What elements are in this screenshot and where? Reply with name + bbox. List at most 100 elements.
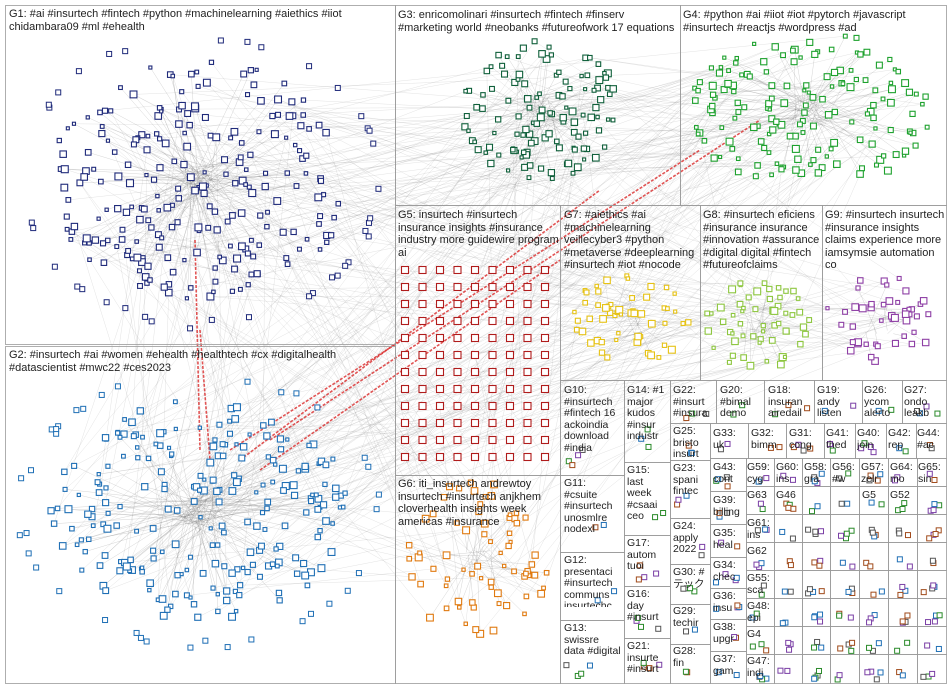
node — [74, 283, 81, 290]
edge — [583, 148, 863, 309]
node — [400, 401, 410, 411]
edge — [198, 189, 223, 261]
edge — [256, 152, 528, 493]
node — [457, 605, 462, 610]
node — [163, 203, 172, 212]
node — [708, 81, 717, 90]
edge — [185, 174, 321, 179]
edge — [699, 81, 805, 103]
node — [453, 384, 462, 394]
edge-strong — [229, 149, 701, 451]
node — [504, 54, 510, 60]
node — [831, 108, 839, 116]
edge — [157, 496, 214, 600]
node — [262, 527, 268, 532]
node — [240, 70, 248, 78]
node — [45, 101, 52, 108]
node — [689, 410, 696, 417]
node — [715, 669, 722, 676]
edge — [543, 98, 601, 100]
node — [316, 221, 322, 227]
edge — [466, 552, 501, 573]
node — [708, 65, 715, 71]
edge — [71, 231, 527, 597]
node — [520, 149, 527, 156]
node — [871, 612, 878, 619]
node — [108, 108, 114, 114]
node — [373, 506, 380, 513]
edge — [171, 455, 187, 522]
edge — [185, 99, 304, 193]
node — [244, 38, 251, 45]
node — [84, 148, 92, 156]
node — [231, 415, 240, 423]
node — [244, 378, 251, 385]
edge — [197, 502, 269, 567]
node — [526, 162, 534, 169]
node — [125, 179, 135, 188]
edge — [73, 123, 200, 192]
edge — [81, 167, 525, 571]
node — [870, 114, 877, 122]
node — [332, 493, 340, 501]
node — [523, 333, 532, 343]
edge — [175, 509, 208, 595]
edge — [219, 256, 505, 567]
node — [164, 254, 172, 262]
edge — [194, 190, 308, 240]
node — [342, 490, 348, 496]
node — [922, 93, 929, 100]
edge — [106, 173, 214, 210]
node — [51, 263, 58, 270]
edge — [527, 320, 907, 424]
edge — [422, 287, 859, 458]
edge — [478, 98, 548, 150]
edge — [852, 322, 875, 327]
edge — [319, 127, 754, 531]
node — [215, 608, 221, 615]
node — [924, 124, 930, 130]
edge — [240, 576, 525, 586]
edge — [212, 137, 287, 195]
node — [269, 456, 277, 464]
edge — [748, 297, 754, 333]
edge — [810, 101, 881, 160]
node — [629, 295, 635, 301]
edge — [323, 194, 733, 290]
edge — [234, 131, 734, 340]
edge — [809, 70, 841, 108]
node — [572, 309, 577, 315]
node — [228, 569, 236, 577]
edge — [738, 98, 812, 113]
node — [618, 312, 624, 317]
edge — [267, 212, 419, 558]
edge — [190, 513, 206, 598]
node — [545, 130, 553, 138]
node — [332, 484, 340, 493]
node — [418, 299, 427, 309]
node — [27, 467, 34, 474]
edge — [307, 117, 564, 240]
node — [523, 282, 532, 292]
edge — [238, 41, 535, 479]
edge — [465, 530, 478, 564]
edge — [422, 313, 712, 441]
edge — [404, 117, 564, 339]
node — [260, 422, 267, 429]
node — [570, 118, 579, 126]
edge — [153, 308, 744, 529]
node — [663, 284, 670, 291]
edge — [803, 82, 891, 104]
node — [802, 102, 809, 109]
node — [490, 480, 498, 489]
node — [435, 265, 445, 275]
edge — [87, 239, 423, 322]
edge — [422, 176, 756, 339]
node — [752, 306, 759, 313]
node — [737, 280, 744, 287]
edge — [530, 165, 642, 314]
node — [171, 158, 178, 165]
node — [688, 450, 695, 457]
node — [902, 587, 909, 594]
node — [819, 95, 826, 103]
